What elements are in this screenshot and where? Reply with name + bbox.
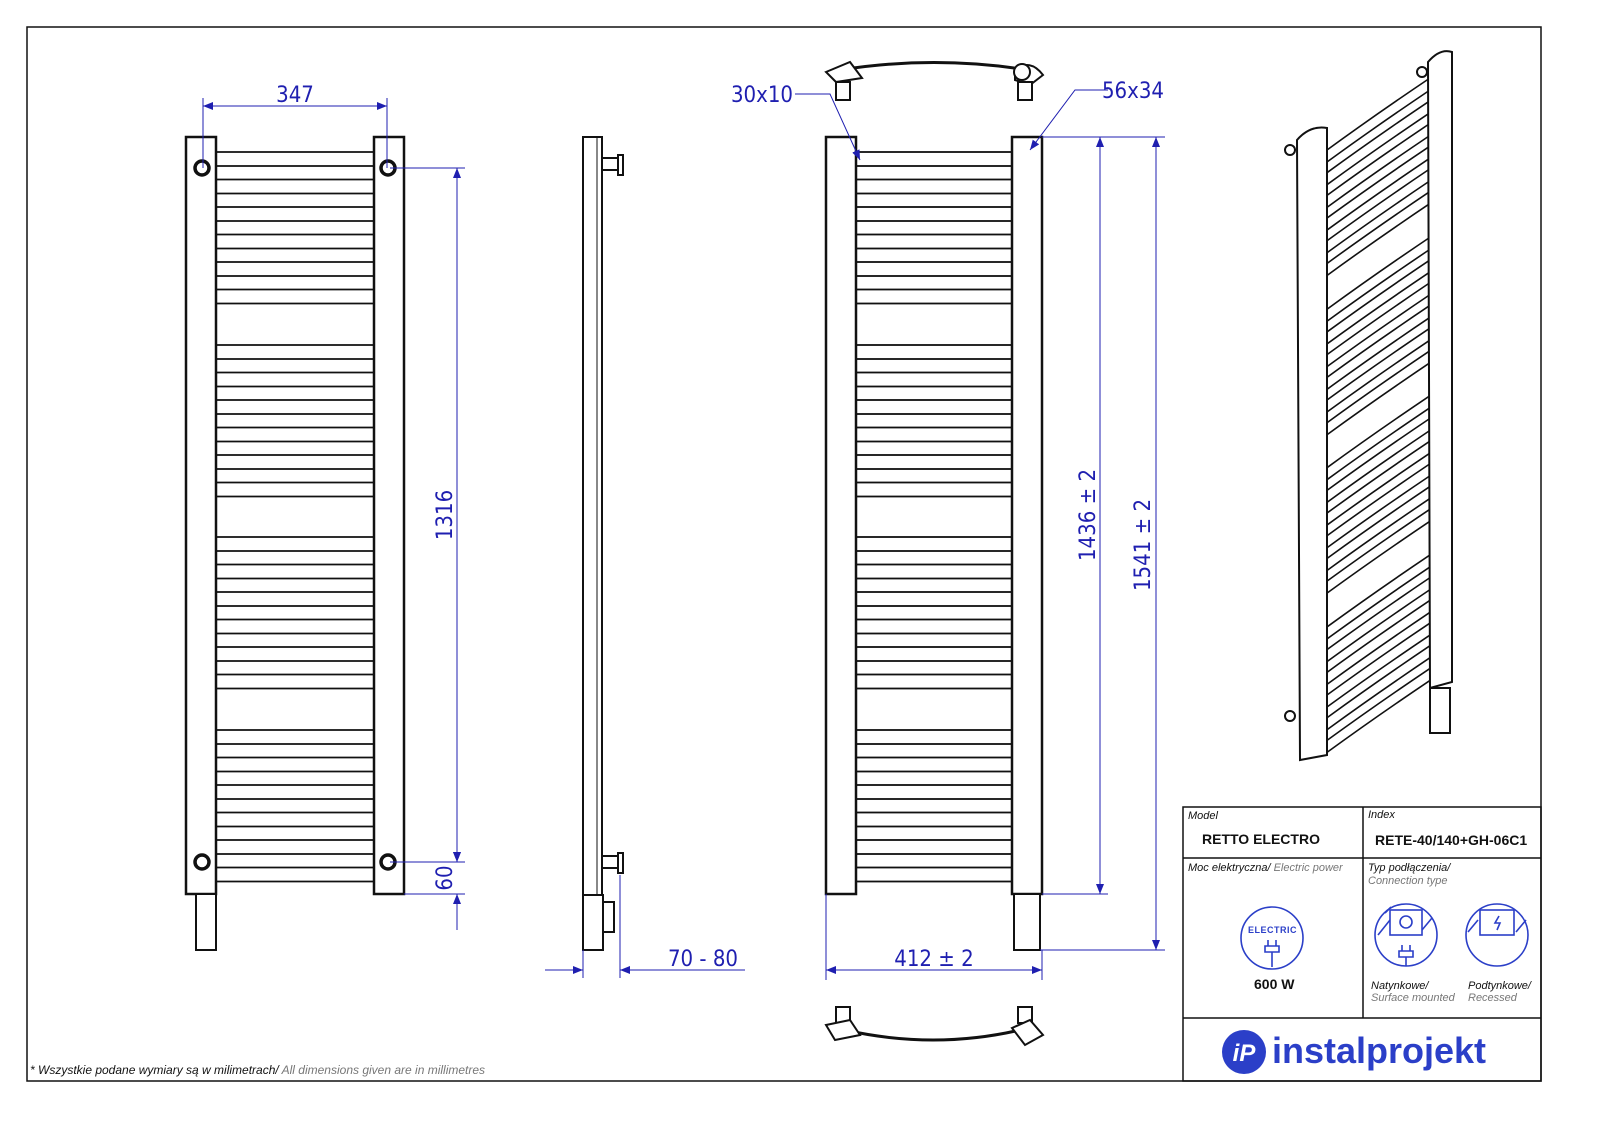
dim-bottom-offset: 60 bbox=[433, 865, 458, 890]
bottom-view bbox=[824, 1006, 1045, 1047]
front-dimensions bbox=[795, 89, 1165, 980]
recessed-label: Podtynkowe/Recessed bbox=[1468, 980, 1531, 1004]
front-bar bbox=[852, 784, 1016, 800]
surface-mounted-icon bbox=[1374, 903, 1438, 967]
electric-plug-icon bbox=[1240, 906, 1304, 970]
front-bar bbox=[852, 536, 1016, 552]
front-bar bbox=[852, 563, 1016, 580]
front-bar bbox=[852, 178, 1016, 195]
footnote: * Wszystkie podane wymiary są w milimetr… bbox=[30, 1063, 486, 1077]
front-bar bbox=[852, 399, 1016, 415]
dim-width-axis: 347 bbox=[276, 83, 314, 108]
dim-height-axis: 1316 bbox=[433, 490, 458, 540]
front-bar bbox=[852, 288, 1016, 305]
model-label: Model bbox=[1188, 810, 1218, 822]
mount-hole-icon bbox=[193, 159, 397, 871]
front-bar bbox=[852, 206, 1016, 222]
brand-name: instalprojekt bbox=[1272, 1030, 1487, 1071]
dim-width-total: 412 ± 2 bbox=[894, 947, 974, 972]
dim-height-body: 1436 ± 2 bbox=[1076, 469, 1101, 561]
front-bar bbox=[852, 756, 1016, 773]
front-bar bbox=[852, 673, 1016, 690]
electric-badge: ELECTRIC bbox=[1248, 925, 1297, 935]
side-view bbox=[582, 136, 624, 951]
brand-logo-icon: iP bbox=[1222, 1030, 1266, 1074]
front-bar bbox=[852, 454, 1016, 470]
dim-bar-profile: 30x10 bbox=[731, 83, 793, 108]
model-value: RETTO ELECTRO bbox=[1202, 831, 1320, 847]
front-bar bbox=[852, 371, 1016, 388]
index-label: Index bbox=[1368, 809, 1395, 821]
top-view bbox=[824, 60, 1045, 101]
front-bar bbox=[852, 261, 1016, 277]
power-label: Moc elektryczna/ Electric power bbox=[1188, 862, 1343, 874]
svg-text:iP: iP bbox=[1233, 1040, 1257, 1067]
front-bar bbox=[852, 866, 1016, 883]
side-dimensions bbox=[545, 875, 745, 978]
dim-wall-distance: 70 - 80 bbox=[668, 947, 738, 972]
dim-height-total: 1541 ± 2 bbox=[1131, 499, 1156, 591]
recessed-icon bbox=[1465, 903, 1529, 967]
front-bar bbox=[852, 233, 1016, 250]
front-view bbox=[824, 135, 1044, 951]
front-bar bbox=[852, 811, 1016, 828]
index-value: RETE-40/140+GH-06C1 bbox=[1375, 832, 1528, 848]
power-value: 600 W bbox=[1254, 976, 1295, 992]
title-block-grid bbox=[1182, 806, 1542, 1082]
front-bar bbox=[852, 839, 1016, 855]
dim-upright-profile: 56x34 bbox=[1102, 79, 1164, 104]
front-bar bbox=[852, 729, 1016, 745]
front-bar bbox=[852, 151, 1016, 167]
perspective-view bbox=[1284, 50, 1453, 762]
drawing-frame bbox=[26, 26, 1542, 1082]
surface-mounted-label: Natynkowe/Surface mounted bbox=[1371, 980, 1455, 1004]
front-bar bbox=[852, 344, 1016, 360]
front-bar bbox=[852, 591, 1016, 607]
front-bar bbox=[852, 426, 1016, 443]
connection-label: Typ podłączenia/Connection type bbox=[1368, 862, 1451, 887]
rear-dimensions bbox=[202, 98, 465, 930]
front-bar bbox=[852, 618, 1016, 635]
rear-view bbox=[184, 135, 406, 951]
front-bar bbox=[852, 481, 1016, 498]
front-bar bbox=[852, 646, 1016, 662]
